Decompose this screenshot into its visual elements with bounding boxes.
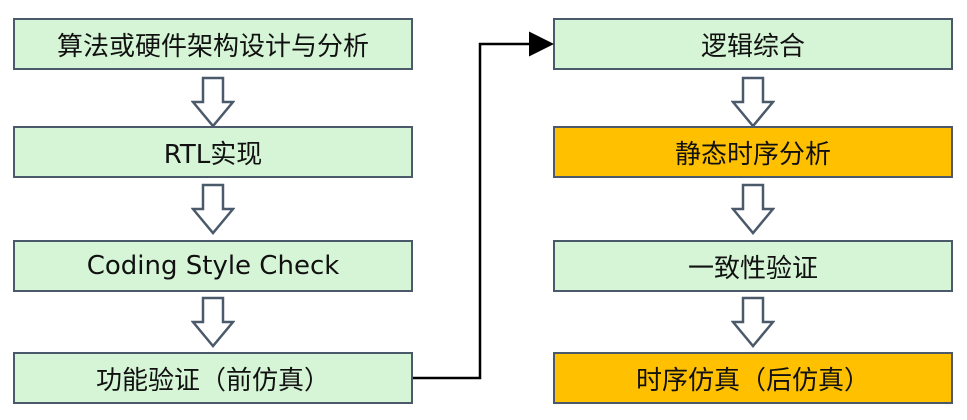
step-label: 一致性验证 [687,253,818,284]
step-rtl-implementation: RTL实现 [13,126,413,178]
down-arrow-icon [731,183,775,235]
step-timing-simulation: 时序仿真（后仿真） [553,352,953,404]
step-equivalence-check: 一致性验证 [553,240,953,292]
step-label: 算法或硬件架构设计与分析 [56,31,369,62]
step-logic-synthesis: 逻辑综合 [553,18,953,70]
step-label: RTL实现 [163,139,263,170]
step-label: 功能验证（前仿真） [95,365,330,396]
down-arrow-icon [731,296,775,348]
step-label: 时序仿真（后仿真） [635,365,870,396]
step-label: 静态时序分析 [674,139,831,170]
step-label: Coding Style Check [86,251,340,281]
down-arrow-icon [191,296,235,348]
step-coding-style-check: Coding Style Check [13,240,413,292]
step-algorithm-design: 算法或硬件架构设计与分析 [13,18,413,70]
step-functional-verification: 功能验证（前仿真） [13,352,413,404]
step-label: 逻辑综合 [700,31,805,62]
down-arrow-icon [731,76,775,128]
down-arrow-icon [191,76,235,128]
down-arrow-icon [191,183,235,235]
step-static-timing-analysis: 静态时序分析 [553,126,953,178]
